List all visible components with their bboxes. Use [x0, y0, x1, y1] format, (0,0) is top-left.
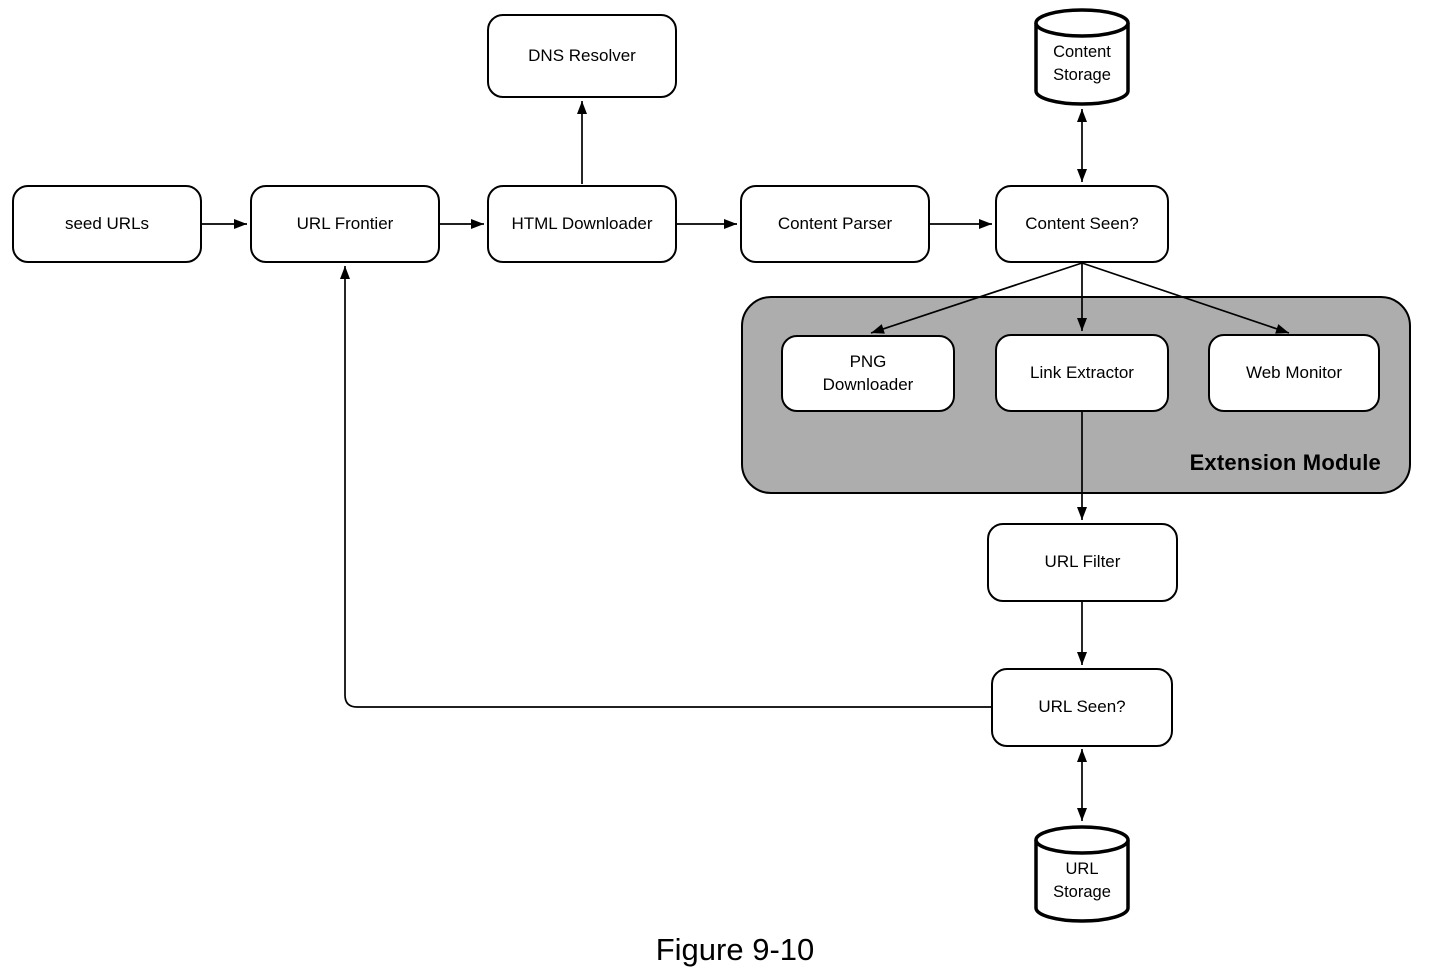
node-png-downloader: PNG Downloader [781, 335, 955, 412]
node-url-storage: URL Storage [1033, 824, 1131, 923]
link-extractor-label: Link Extractor [1030, 362, 1134, 382]
node-content-storage: Content Storage [1033, 7, 1131, 106]
html-downloader-label: HTML Downloader [511, 213, 653, 233]
edge-content-seen-to-web-monitor [1081, 262, 1290, 334]
edge-content-seen-to-png-downloader [870, 262, 1083, 334]
content-seen-label: Content Seen? [1025, 213, 1139, 233]
extension-module-label: Extension Module [1189, 450, 1381, 475]
url-frontier-label: URL Frontier [296, 213, 394, 233]
content-storage-label: Content Storage [1053, 43, 1111, 84]
web-monitor-label: Web Monitor [1245, 362, 1343, 382]
figure-caption: Figure 9-10 [655, 932, 815, 967]
database-cylinder-icon [1034, 825, 1130, 923]
node-content-parser: Content Parser [740, 185, 930, 263]
node-url-filter: URL Filter [987, 523, 1178, 602]
node-url-seen: URL Seen? [991, 668, 1173, 747]
url-storage-label: URL Storage [1053, 860, 1111, 901]
node-seed-urls: seed URLs [12, 185, 202, 263]
node-web-monitor: Web Monitor [1208, 334, 1380, 412]
png-downloader-label: PNG Downloader [822, 352, 914, 394]
node-html-downloader: HTML Downloader [487, 185, 677, 263]
node-content-seen: Content Seen? [995, 185, 1169, 263]
dns-resolver-label: DNS Resolver [528, 45, 636, 65]
node-url-frontier: URL Frontier [250, 185, 440, 263]
seed-urls-label: seed URLs [64, 213, 150, 233]
url-seen-label: URL Seen? [1038, 697, 1126, 717]
url-filter-label: URL Filter [1044, 552, 1121, 572]
database-cylinder-icon [1034, 8, 1130, 106]
content-parser-label: Content Parser [777, 213, 893, 233]
edge-url-seen-to-url-frontier [340, 266, 991, 708]
node-dns-resolver: DNS Resolver [487, 14, 677, 98]
node-link-extractor: Link Extractor [995, 334, 1169, 412]
